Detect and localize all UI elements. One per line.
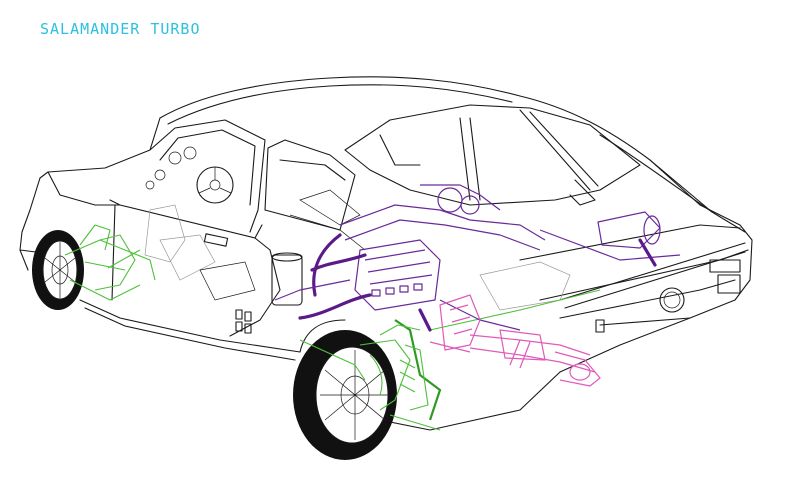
front-wheel <box>32 230 84 310</box>
page-title: SALAMANDER TURBO <box>40 20 201 38</box>
suspension-assemblies <box>64 224 601 431</box>
rear-light-bar <box>559 242 746 309</box>
rear-wheel <box>293 330 397 460</box>
transmission-gearbox <box>429 294 601 387</box>
car-body-outline <box>19 76 753 431</box>
engine-and-turbo <box>274 184 681 332</box>
